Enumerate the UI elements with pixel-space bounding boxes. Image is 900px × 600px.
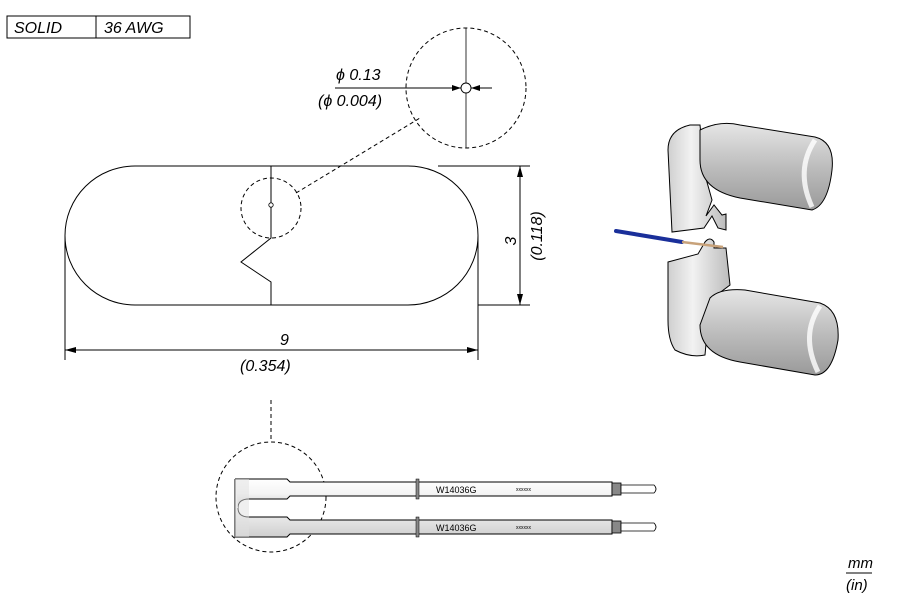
tip-3d-view <box>614 122 839 376</box>
arrow-icon <box>471 85 480 91</box>
wire-type-label: SOLID <box>14 20 62 37</box>
detail-marker-circle <box>240 177 302 239</box>
diameter-mm: ϕ 0.13 <box>336 67 381 84</box>
width-in: (0.354) <box>240 358 291 375</box>
diameter-in: (ϕ 0.004) <box>318 93 382 110</box>
wire-gauge-label: 36 AWG <box>104 20 164 37</box>
tip-code: xxxxxx <box>516 487 532 493</box>
arrow-icon <box>452 85 461 91</box>
unit-primary: mm <box>848 555 873 572</box>
height-dimension: 3 (0.118) <box>438 165 546 306</box>
detail-view: ϕ 0.13 (ϕ 0.004) <box>318 27 527 149</box>
tip-rod-upper: W14036G xxxxxx <box>235 478 657 509</box>
tip-top-view: W14036G xxxxxx W14036G xxxxxx <box>215 400 657 553</box>
width-mm: 9 <box>280 332 289 349</box>
part-number: W14036G <box>436 485 477 495</box>
width-dimension: 9 (0.354) <box>64 236 479 375</box>
tip-code: xxxxxx <box>516 525 532 531</box>
wire-insulation <box>614 229 684 244</box>
tip-rod-lower: W14036G xxxxxx <box>234 479 657 538</box>
part-number: W14036G <box>436 523 477 533</box>
wire-core <box>681 240 724 249</box>
spec-box: SOLID 36 AWG <box>6 15 191 39</box>
units-legend: mm (in) <box>846 555 873 594</box>
height-mm: 3 <box>503 236 520 245</box>
height-in: (0.118) <box>529 211 546 261</box>
tip-profile <box>64 117 479 306</box>
unit-secondary: (in) <box>846 577 868 594</box>
